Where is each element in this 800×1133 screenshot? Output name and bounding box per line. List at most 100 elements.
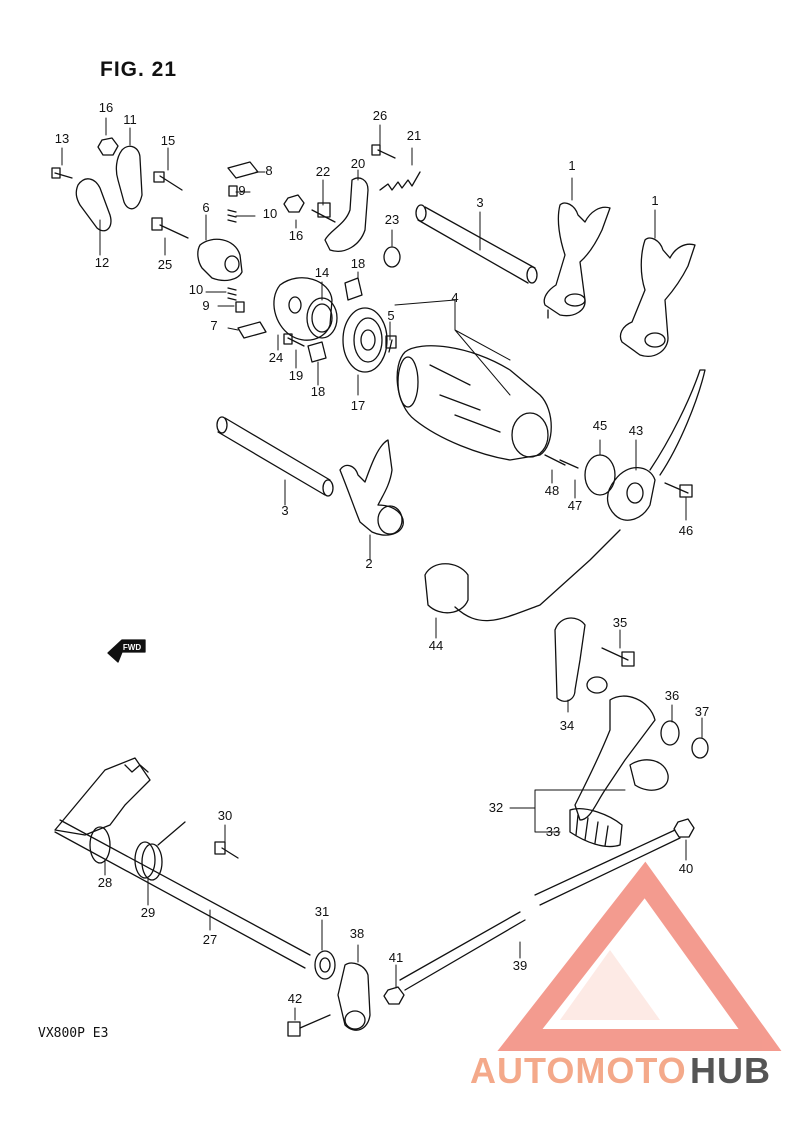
callout-label: 8 xyxy=(265,163,272,178)
lever-34 xyxy=(554,617,608,702)
bearing-31 xyxy=(314,950,336,980)
callout-label: 34 xyxy=(560,718,574,733)
callout-label: 13 xyxy=(55,131,69,146)
callout-label: 9 xyxy=(238,183,245,198)
callout-label: 1 xyxy=(568,158,575,173)
callout-label: 20 xyxy=(351,156,365,171)
bolt-13 xyxy=(51,167,73,179)
spring-10a xyxy=(227,209,237,223)
callout-label: 42 xyxy=(288,991,302,1006)
pin-9a xyxy=(228,185,238,197)
pawl-8 xyxy=(227,161,259,179)
fork-shaft-lower xyxy=(216,416,334,497)
callout-label: 36 xyxy=(665,688,679,703)
figure-title: FIG. 21 xyxy=(100,58,178,81)
bolt-19 xyxy=(283,333,305,347)
callout-label: 5 xyxy=(387,308,394,323)
callout-label: 16 xyxy=(99,100,113,115)
callout-label: 11 xyxy=(123,112,137,127)
bolt-46 xyxy=(664,482,693,498)
fork-shaft-upper xyxy=(415,204,538,284)
callout-label: 16 xyxy=(289,228,303,243)
callout-label: 2 xyxy=(365,556,372,571)
pin-5 xyxy=(385,335,397,349)
callout-label: 18 xyxy=(351,256,365,271)
callout-label: 23 xyxy=(385,212,399,227)
callout-label: 1 xyxy=(651,193,658,208)
link-rod xyxy=(399,829,681,991)
watermark-text-hub: HUB xyxy=(690,1050,771,1091)
callout-label: 40 xyxy=(679,861,693,876)
callout-label: 44 xyxy=(429,638,443,653)
spring-10b xyxy=(227,287,237,301)
callout-label: 4 xyxy=(451,290,458,305)
plate-11 xyxy=(115,145,143,210)
fwd-arrow xyxy=(107,639,146,663)
callout-label: 27 xyxy=(203,932,217,947)
callout-label: 30 xyxy=(218,808,232,823)
fwd-label: FWD xyxy=(123,643,141,652)
nut-41 xyxy=(383,986,405,1005)
callout-label: 29 xyxy=(141,905,155,920)
callout-label: 3 xyxy=(476,195,483,210)
callout-label: 31 xyxy=(315,904,329,919)
washer-36 xyxy=(660,720,680,746)
callout-label: 9 xyxy=(202,298,209,313)
callout-label: 33 xyxy=(546,824,560,839)
bolt-35 xyxy=(601,647,635,667)
callout-label: 43 xyxy=(629,423,643,438)
bolt-26 xyxy=(371,144,396,159)
callout-label: 35 xyxy=(613,615,627,630)
callout-label: 37 xyxy=(695,704,709,719)
shift-fork-1b xyxy=(619,237,696,357)
leader-lines xyxy=(61,117,703,1021)
nut-16b xyxy=(283,194,305,213)
gear-position-switch xyxy=(606,369,706,521)
pedal-rubber-33 xyxy=(569,808,623,848)
washer-23 xyxy=(383,246,401,268)
oring-45 xyxy=(584,454,616,496)
nut-40 xyxy=(673,818,695,838)
stud-22 xyxy=(311,202,336,223)
return-spring-29 xyxy=(134,821,186,881)
callout-label: 48 xyxy=(545,483,559,498)
callout-label: 45 xyxy=(593,418,607,433)
callout-label: 10 xyxy=(263,206,277,221)
stud-15 xyxy=(153,171,183,191)
plate-18a xyxy=(344,277,363,301)
clip-37 xyxy=(691,737,709,759)
pin-48 xyxy=(544,454,566,466)
callout-label: 21 xyxy=(407,128,421,143)
nut-16a xyxy=(97,137,119,156)
callout-label: 32 xyxy=(489,800,503,815)
callout-label: 14 xyxy=(315,265,329,280)
callout-label: 18 xyxy=(311,384,325,399)
callout-label: 7 xyxy=(210,318,217,333)
shift-fork-1a xyxy=(543,202,611,319)
pin-9b xyxy=(235,301,245,313)
washer-28 xyxy=(89,826,111,864)
bolt-42 xyxy=(287,1014,331,1037)
callout-label: 28 xyxy=(98,875,112,890)
callout-label: 3 xyxy=(281,503,288,518)
callout-label: 15 xyxy=(161,133,175,148)
watermark-logo xyxy=(497,861,782,1051)
callout-label: 39 xyxy=(513,958,527,973)
callout-label: 41 xyxy=(389,950,403,965)
plate-12 xyxy=(75,178,112,232)
callout-label: 46 xyxy=(679,523,693,538)
callout-label: 6 xyxy=(202,200,209,215)
plate-18b xyxy=(307,341,327,363)
pawl-7 xyxy=(237,321,267,339)
watermark-text-automoto: AUTOMOTO xyxy=(470,1050,687,1091)
callout-label: 25 xyxy=(158,257,172,272)
callout-label: 17 xyxy=(351,398,365,413)
bearing xyxy=(342,307,388,373)
bolt-25 xyxy=(151,217,189,239)
gearshift-shaft xyxy=(54,757,311,969)
neutral-switch-44 xyxy=(424,529,621,622)
plate-20 xyxy=(324,177,369,252)
callout-label: 19 xyxy=(289,368,303,383)
callout-label: 47 xyxy=(568,498,582,513)
